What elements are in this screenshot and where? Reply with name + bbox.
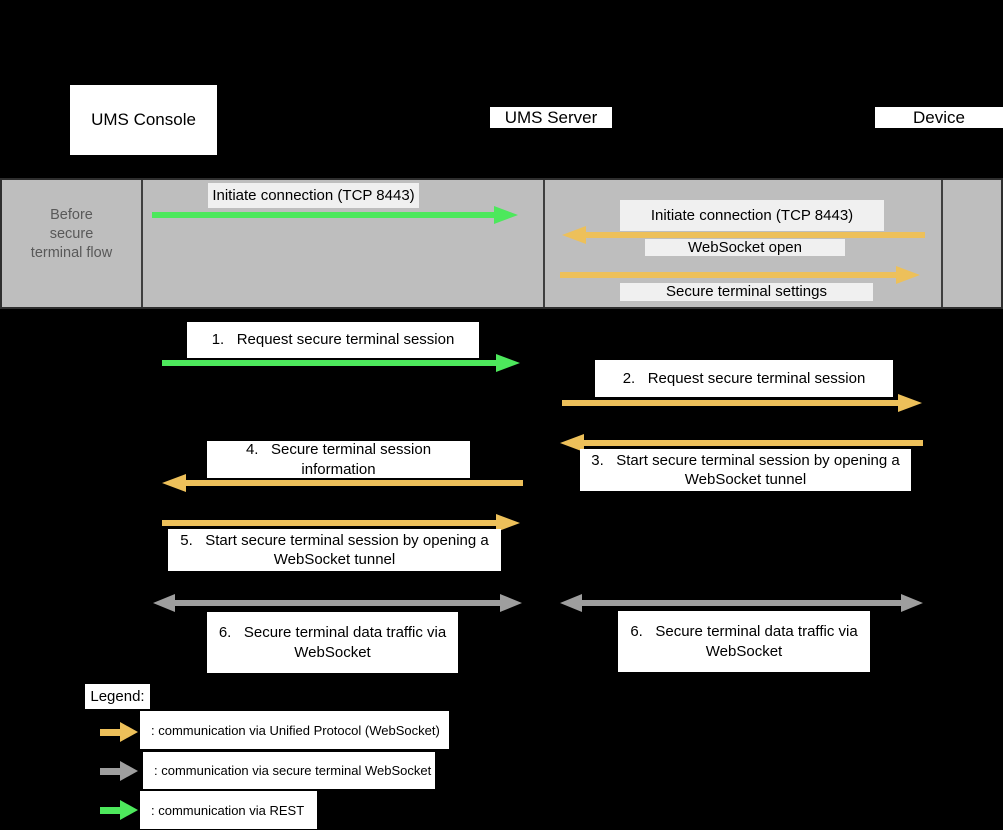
arrow-head-icon bbox=[153, 594, 175, 612]
before-secure-terminal-band: Before secure terminal flow Initiate con… bbox=[0, 178, 1003, 309]
node-device: Device bbox=[875, 107, 1003, 128]
arrow-head-icon bbox=[496, 514, 520, 532]
unified-protocol-arrow bbox=[560, 433, 923, 453]
arrow-shaft bbox=[578, 440, 923, 446]
unified-protocol-arrow bbox=[162, 473, 523, 493]
legend-title: Legend: bbox=[85, 684, 150, 709]
step-1-label: 1. Request secure terminal session bbox=[187, 322, 479, 358]
band-msg-initiate-device: Initiate connection (TCP 8443) bbox=[620, 200, 884, 231]
unified-protocol-arrow bbox=[560, 265, 920, 285]
node-ums-server: UMS Server bbox=[490, 107, 612, 128]
unified-protocol-arrow bbox=[162, 513, 520, 533]
arrow-head-icon bbox=[500, 594, 522, 612]
lifeline-device-divider bbox=[941, 180, 943, 307]
arrow-shaft bbox=[562, 400, 904, 406]
arrow-head-icon bbox=[901, 594, 923, 612]
arrow-head-icon bbox=[120, 722, 138, 742]
arrow-shaft bbox=[152, 212, 500, 218]
step-4-label: 4. Secure terminal session information bbox=[207, 441, 470, 478]
arrow-head-icon bbox=[560, 434, 584, 452]
band-msg-secure-settings: Secure terminal settings bbox=[620, 283, 873, 301]
arrow-head-icon bbox=[560, 594, 582, 612]
arrow-shaft bbox=[162, 360, 502, 366]
arrow-head-icon bbox=[496, 354, 520, 372]
arrow-head-icon bbox=[562, 226, 586, 244]
arrow-head-icon bbox=[120, 800, 138, 820]
legend-secure-terminal-arrow-icon bbox=[100, 761, 138, 781]
legend-item-unified-protocol: : communication via Unified Protocol (We… bbox=[140, 711, 449, 749]
arrow-shaft bbox=[560, 272, 902, 278]
legend-unified-protocol-arrow-icon bbox=[100, 722, 138, 742]
step-6-left-label: 6. Secure terminal data traffic via WebS… bbox=[207, 612, 458, 673]
step-3-label: 3. Start secure terminal session by open… bbox=[580, 449, 911, 491]
step-5-label: 5. Start secure terminal session by open… bbox=[168, 529, 501, 571]
arrow-shaft bbox=[100, 768, 120, 775]
arrow-shaft bbox=[580, 232, 925, 238]
node-device-label: Device bbox=[913, 107, 965, 127]
band-title: Before secure terminal flow bbox=[30, 207, 113, 261]
band-msg-initiate-console: Initiate connection (TCP 8443) bbox=[208, 183, 419, 208]
arrow-head-icon bbox=[896, 266, 920, 284]
arrow-head-icon bbox=[494, 206, 518, 224]
legend-rest-arrow-icon bbox=[100, 800, 138, 820]
secure-terminal-websocket-arrow bbox=[560, 593, 923, 613]
arrow-shaft bbox=[100, 729, 120, 736]
secure-terminal-websocket-arrow bbox=[153, 593, 522, 613]
arrow-head-icon bbox=[898, 394, 922, 412]
arrow-shaft bbox=[162, 520, 502, 526]
lifeline-console-divider bbox=[141, 180, 143, 307]
node-ums-console: UMS Console bbox=[70, 85, 217, 155]
legend-item-rest: : communication via REST bbox=[140, 791, 317, 829]
legend-item-secure-terminal: : communication via secure terminal WebS… bbox=[143, 752, 435, 789]
arrow-shaft bbox=[180, 480, 523, 486]
arrow-shaft bbox=[578, 600, 905, 606]
arrow-head-icon bbox=[162, 474, 186, 492]
step-6-right-label: 6. Secure terminal data traffic via WebS… bbox=[618, 611, 870, 672]
lifeline-server-divider bbox=[543, 180, 545, 307]
unified-protocol-arrow bbox=[562, 393, 922, 413]
arrow-head-icon bbox=[120, 761, 138, 781]
node-ums-console-label: UMS Console bbox=[91, 110, 196, 129]
band-msg-websocket-open: WebSocket open bbox=[645, 239, 845, 256]
arrow-shaft bbox=[171, 600, 504, 606]
rest-arrow bbox=[152, 205, 518, 225]
step-2-label: 2. Request secure terminal session bbox=[595, 360, 893, 397]
unified-protocol-arrow bbox=[562, 225, 925, 245]
rest-arrow bbox=[162, 353, 520, 373]
arrow-shaft bbox=[100, 807, 120, 814]
node-ums-server-label: UMS Server bbox=[504, 107, 598, 127]
